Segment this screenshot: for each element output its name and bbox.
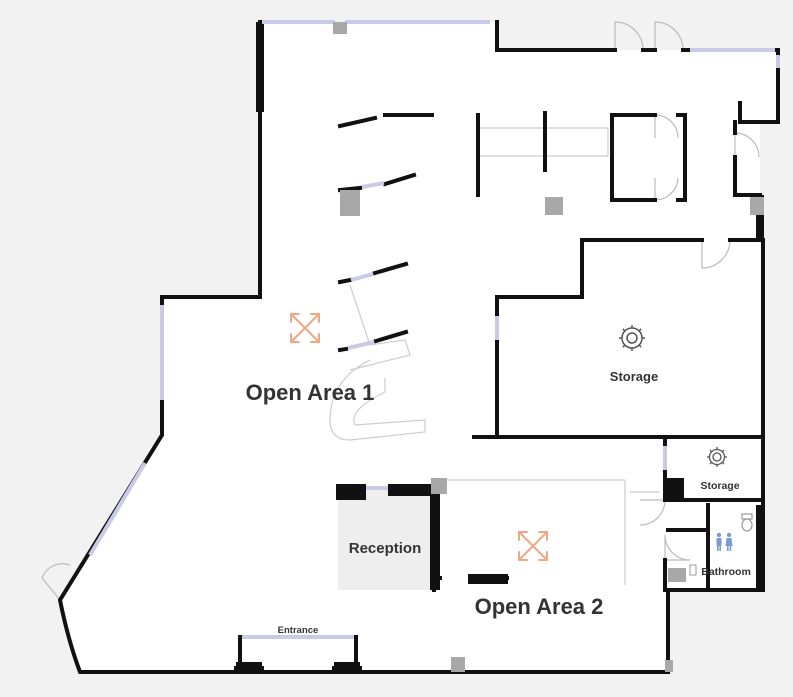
room-label-entrance: Entrance: [278, 625, 319, 636]
wall-blocks: [236, 22, 764, 672]
room-label-storage-small: Storage: [700, 480, 739, 492]
room-label-open-area-2: Open Area 2: [475, 594, 604, 619]
room-label-open-area-1: Open Area 1: [246, 380, 375, 405]
sink-icon: [689, 564, 697, 576]
columns: [333, 22, 764, 672]
room-label-reception: Reception: [349, 540, 422, 557]
room-label-storage-main: Storage: [610, 369, 658, 384]
reception-floor: [338, 490, 434, 590]
restroom-icon: [716, 532, 733, 551]
door-arcs: [41, 21, 760, 601]
expand-arrows-icon: [290, 313, 320, 343]
windows: [88, 20, 780, 639]
toilet-icon: [741, 513, 753, 532]
room-label-bathroom: Bathroom: [701, 566, 751, 578]
floor-interior: [60, 22, 778, 672]
gear-icon: [619, 325, 645, 351]
gear-icon: [707, 447, 727, 467]
walls: [57, 20, 780, 674]
expand-arrows-icon: [518, 531, 548, 561]
